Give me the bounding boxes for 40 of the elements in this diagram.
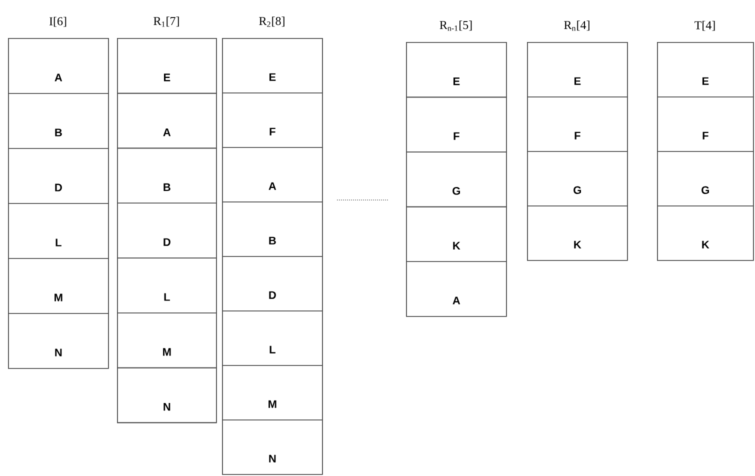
column-heading: R$_{1}$[7] [154,16,179,27]
table-cell: F [527,96,628,152]
table-cell: F [406,96,507,152]
table-cell: M [222,365,323,420]
table-cell: A [222,147,323,202]
table-cell: L [8,203,109,259]
table-cell: F [657,96,754,152]
table-cell: D [8,148,109,204]
table-cell: G [406,152,507,208]
table-cell: E [527,42,628,98]
table-cell: E [117,38,217,94]
table-cell: D [222,256,323,312]
table-cell: K [406,206,507,262]
table-cell: E [657,42,754,98]
table-cell: L [117,258,217,314]
table-cell: F [222,92,323,148]
table-cell: G [657,151,754,206]
table-cell: K [657,206,754,261]
column-heading: T[4] [694,20,715,31]
table-cell: M [8,258,109,314]
table-cell: K [527,206,628,261]
table-cell: N [8,313,109,369]
table-cell: D [117,202,217,258]
table-cell: M [117,312,217,368]
column-heading: I[6] [49,16,66,27]
table-cell: E [406,42,507,98]
table-cell: L [222,310,323,366]
column-heading: R$_{n}$[4] [564,20,590,31]
table-cell: N [117,367,217,424]
column-heading: R$_{n-1}$[5] [440,20,472,31]
table-cell: N [222,420,323,475]
table-cell: A [406,261,507,317]
table-cell: A [8,38,109,94]
column-heading: R$_{2}$[8] [259,16,284,27]
table-cell: B [8,93,109,149]
table-cell: B [117,148,217,204]
table-cell: B [222,202,323,257]
table-cell: E [222,38,323,94]
table-cell: A [117,92,217,149]
table-cell: G [527,151,628,206]
